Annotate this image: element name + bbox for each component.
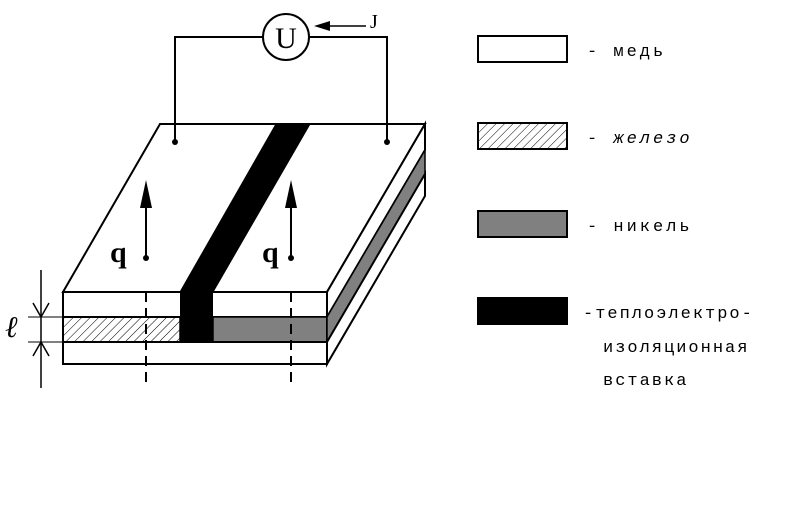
copper-layer-bottom-front [62,341,328,365]
heat-flux-label-right: q [262,236,279,269]
voltmeter-symbol: U [275,22,297,55]
insulating-strip-front [180,292,213,342]
iron-layer-front [62,316,181,343]
current-label: J [370,11,378,33]
layered-slab [61,120,427,368]
legend-swatch-iron [477,122,568,150]
legend-label-nickel: - никель [587,218,693,237]
thickness-dimension [28,270,63,388]
legend-label-iron: - железо [587,130,693,149]
current-arrow [314,21,366,31]
contact-point-left [172,139,178,145]
nickel-layer-front [212,316,328,343]
legend-label-insert-line-3: вставка [603,372,688,391]
thickness-label: ℓ [5,311,18,344]
legend-label-insert-line-1: -теплоэлектро- [583,305,754,324]
legend-swatch-insert [477,297,568,325]
copper-layer-bottom-side [326,170,426,368]
heat-flux-label-left: q [110,236,127,269]
voltmeter-circle [262,13,310,61]
heat-flux-arrow-left [140,180,152,261]
voltmeter-circuit [172,13,390,145]
legend: - медь - железо - никель -теплоэлектро- … [477,35,754,391]
contact-point-right [384,139,390,145]
legend-label-copper: - медь [587,43,666,62]
heat-flux-arrow-right [285,180,297,261]
legend-swatch-nickel [477,210,568,238]
legend-swatch-copper [477,35,568,63]
legend-label-insert-line-2: изоляционная [603,339,749,358]
